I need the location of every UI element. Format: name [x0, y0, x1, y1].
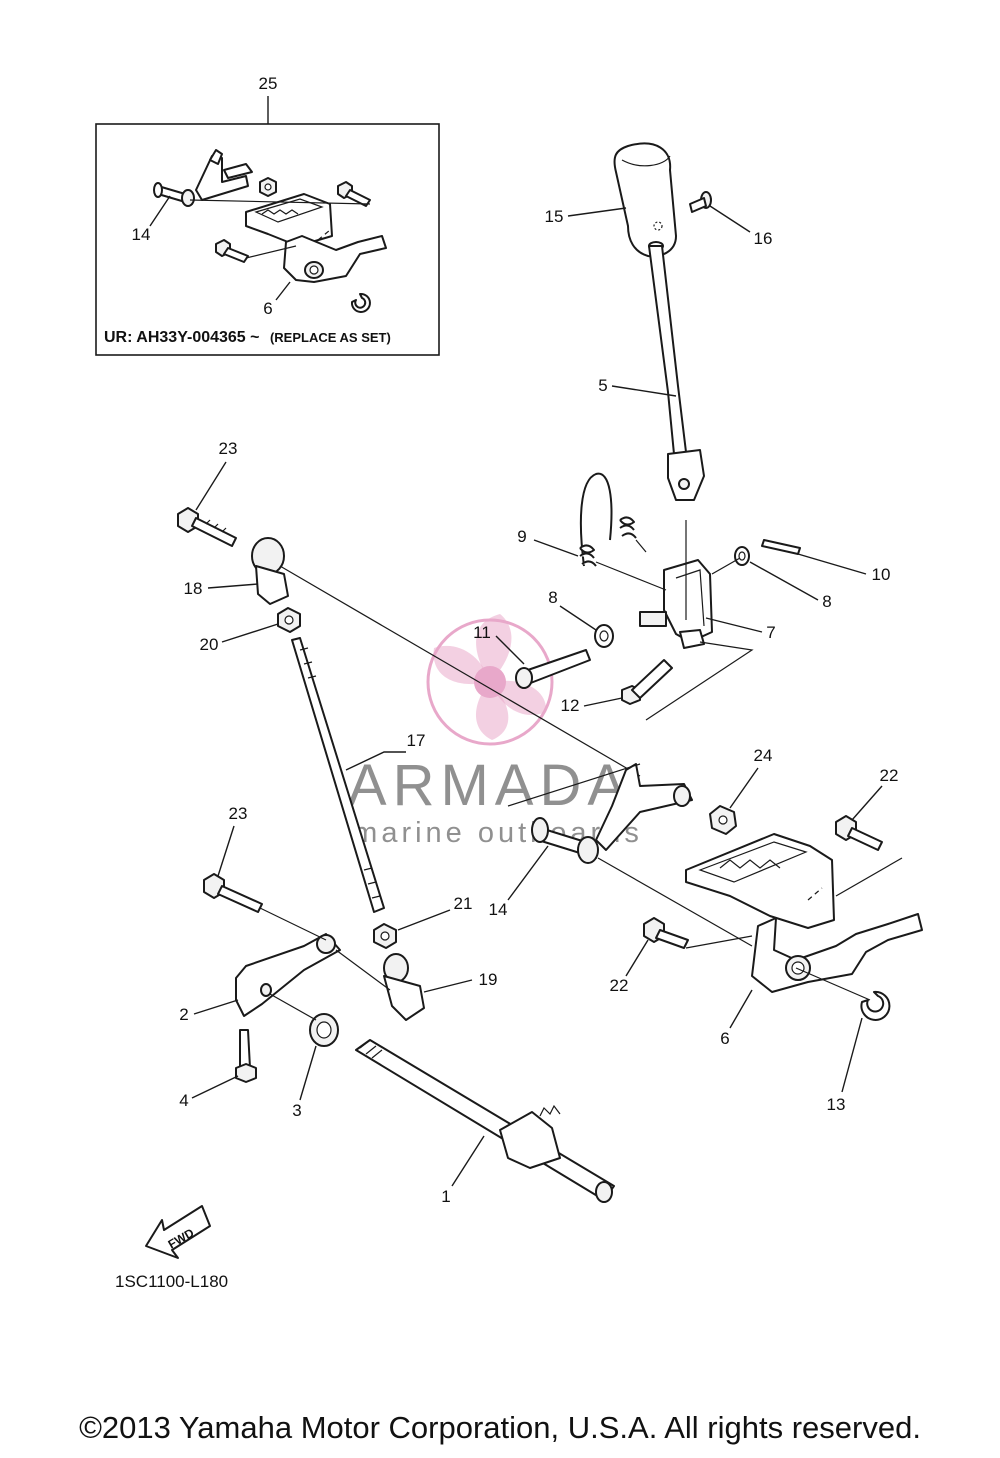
callout-6: 6 [720, 1029, 729, 1048]
part-clip-13 [860, 990, 891, 1021]
part-mounting-bracket [685, 833, 835, 929]
part-cotter-pin-10 [761, 539, 801, 555]
part-bolt-22-right [835, 815, 883, 851]
part-pin-11 [515, 649, 591, 689]
part-shift-arm [595, 763, 693, 851]
inset-note-ur: UR: AH33Y-004365 ~ [104, 329, 260, 346]
part-ball-joint-19 [383, 953, 425, 1021]
part-bolt-23-top [177, 507, 237, 547]
part-grip [613, 142, 677, 258]
inset-clip [350, 292, 371, 313]
part-bolt-4 [235, 1029, 257, 1083]
callout-10: 10 [872, 565, 891, 584]
part-washer-8-left [594, 624, 614, 648]
callout-7: 7 [766, 623, 775, 642]
callout-14: 14 [489, 900, 508, 919]
part-nut-21 [373, 923, 397, 949]
inset-note-replace: (REPLACE AS SET) [270, 330, 391, 345]
part-nut-24 [709, 805, 737, 835]
copyright-notice: ©2013 Yamaha Motor Corporation, U.S.A. A… [79, 1410, 921, 1445]
callout-8-right: 8 [822, 592, 831, 611]
callout-5: 5 [598, 376, 607, 395]
callout-3: 3 [292, 1101, 301, 1120]
part-shaft-14 [531, 817, 599, 864]
callout-19: 19 [479, 970, 498, 989]
part-lever-plate-6 [751, 913, 923, 993]
svg-text:UR: AH33Y-004365 ~ (REPL: UR: AH33Y-004365 ~ (REPLACE AS SET) [104, 329, 391, 346]
callout-22-left: 22 [610, 976, 629, 995]
part-collar-3 [309, 1013, 339, 1047]
callout-18: 18 [184, 579, 203, 598]
callout-12: 12 [561, 696, 580, 715]
inset-shift-shaft [153, 149, 253, 207]
callout-24: 24 [754, 746, 773, 765]
part-nut-20 [277, 607, 301, 633]
part-shift-lever [648, 241, 705, 501]
callout-4: 4 [179, 1091, 188, 1110]
inset-replacement-set: 25 [95, 74, 440, 356]
callouts: 1 2 3 4 5 6 7 8 8 9 10 11 12 13 14 15 16… [179, 205, 899, 1206]
part-ball-joint-18 [251, 537, 289, 605]
part-bolt-12 [621, 659, 673, 705]
inset-callout-14: 14 [132, 225, 151, 244]
callout-22-right: 22 [880, 766, 899, 785]
callout-25: 25 [259, 74, 278, 93]
part-bolt-22-left [643, 917, 689, 949]
callout-17: 17 [407, 731, 426, 750]
callout-9: 9 [517, 527, 526, 546]
part-lever-2 [235, 933, 341, 1017]
inset-nut [259, 177, 277, 197]
callout-23-bottom: 23 [229, 804, 248, 823]
callout-23-top: 23 [219, 439, 238, 458]
inset-lever-plate [283, 235, 387, 283]
callout-16: 16 [754, 229, 773, 248]
watermark-brand: ARMADA [348, 753, 632, 818]
callout-13: 13 [827, 1095, 846, 1114]
inset-bolt-left [215, 239, 249, 263]
propeller-logo-icon [426, 614, 554, 746]
callout-1: 1 [441, 1187, 450, 1206]
armada-watermark: ARMADA marine outboards [348, 614, 639, 849]
part-spring-9 [579, 472, 647, 567]
callout-11: 11 [473, 623, 491, 642]
callout-21: 21 [454, 894, 473, 913]
part-bolt-23-bottom [203, 873, 263, 913]
inset-bolt-top [337, 181, 371, 207]
part-screw-16 [689, 191, 712, 213]
fwd-arrow-icon: FWD [145, 1205, 211, 1259]
callout-20: 20 [200, 635, 219, 654]
callout-8-left: 8 [548, 588, 557, 607]
part-shift-shaft-1 [355, 1039, 615, 1203]
callout-2: 2 [179, 1005, 188, 1024]
diagram-code: 1SC1100-L180 [115, 1272, 228, 1291]
callout-15: 15 [545, 207, 564, 226]
part-lever-bracket [639, 559, 713, 649]
part-washer-8-right [734, 546, 750, 566]
inset-callout-6: 6 [263, 299, 272, 318]
part-shift-rod-17 [291, 637, 385, 913]
